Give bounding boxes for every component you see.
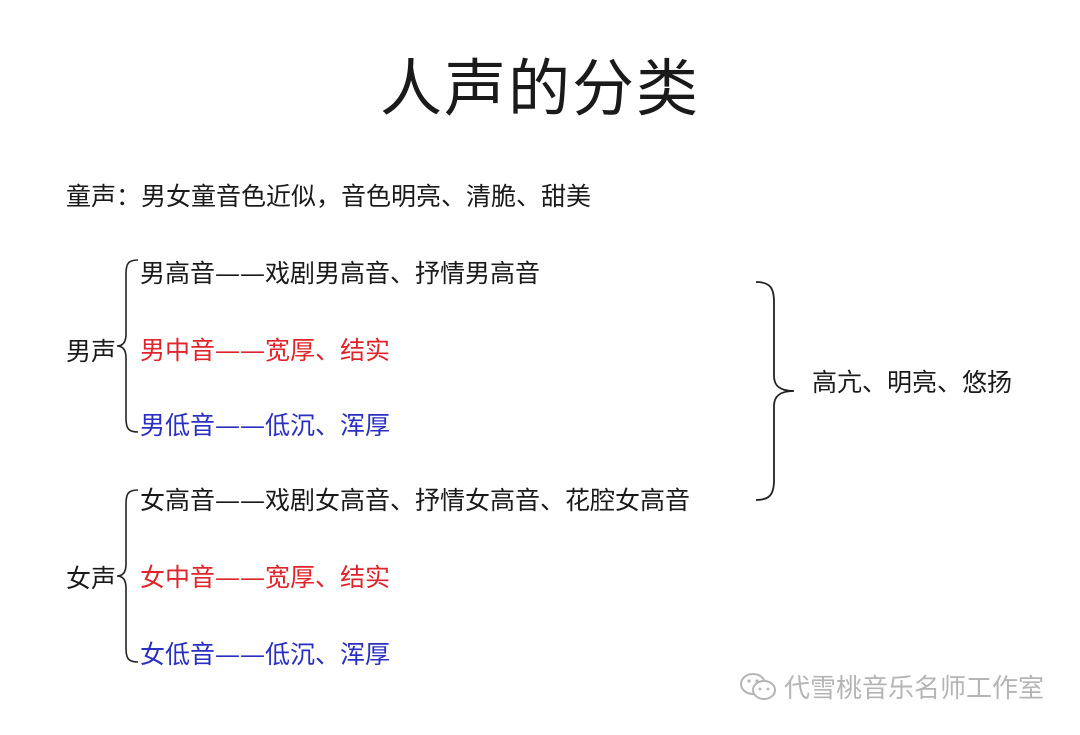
male-left-brace [116, 258, 140, 434]
wechat-icon [738, 671, 778, 703]
male-tenor-text: 男高音——戏剧男高音、抒情男高音 [140, 259, 541, 288]
female-alto-text: 女低音——低沉、浑厚 [140, 640, 391, 669]
male-voice-label: 男声 [66, 337, 117, 366]
male-bass-text: 男低音——低沉、浑厚 [140, 411, 391, 440]
page-title: 人声的分类 [379, 52, 700, 125]
high-voice-trait-text: 高亢、明亮、悠扬 [812, 368, 1013, 397]
watermark: 代雪桃音乐名师工作室 [738, 668, 1044, 705]
female-left-brace [116, 488, 140, 664]
male-baritone-text: 男中音——宽厚、结实 [140, 336, 391, 365]
female-soprano-text: 女高音——戏剧女高音、抒情女高音、花腔女高音 [140, 486, 691, 515]
female-mezzo-text: 女中音——宽厚、结实 [140, 563, 391, 592]
female-voice-label: 女声 [66, 564, 117, 593]
right-brace [752, 280, 798, 502]
children-voice-text: 童声：男女童音色近似，音色明亮、清脆、甜美 [66, 182, 592, 211]
watermark-text: 代雪桃音乐名师工作室 [783, 674, 1044, 704]
